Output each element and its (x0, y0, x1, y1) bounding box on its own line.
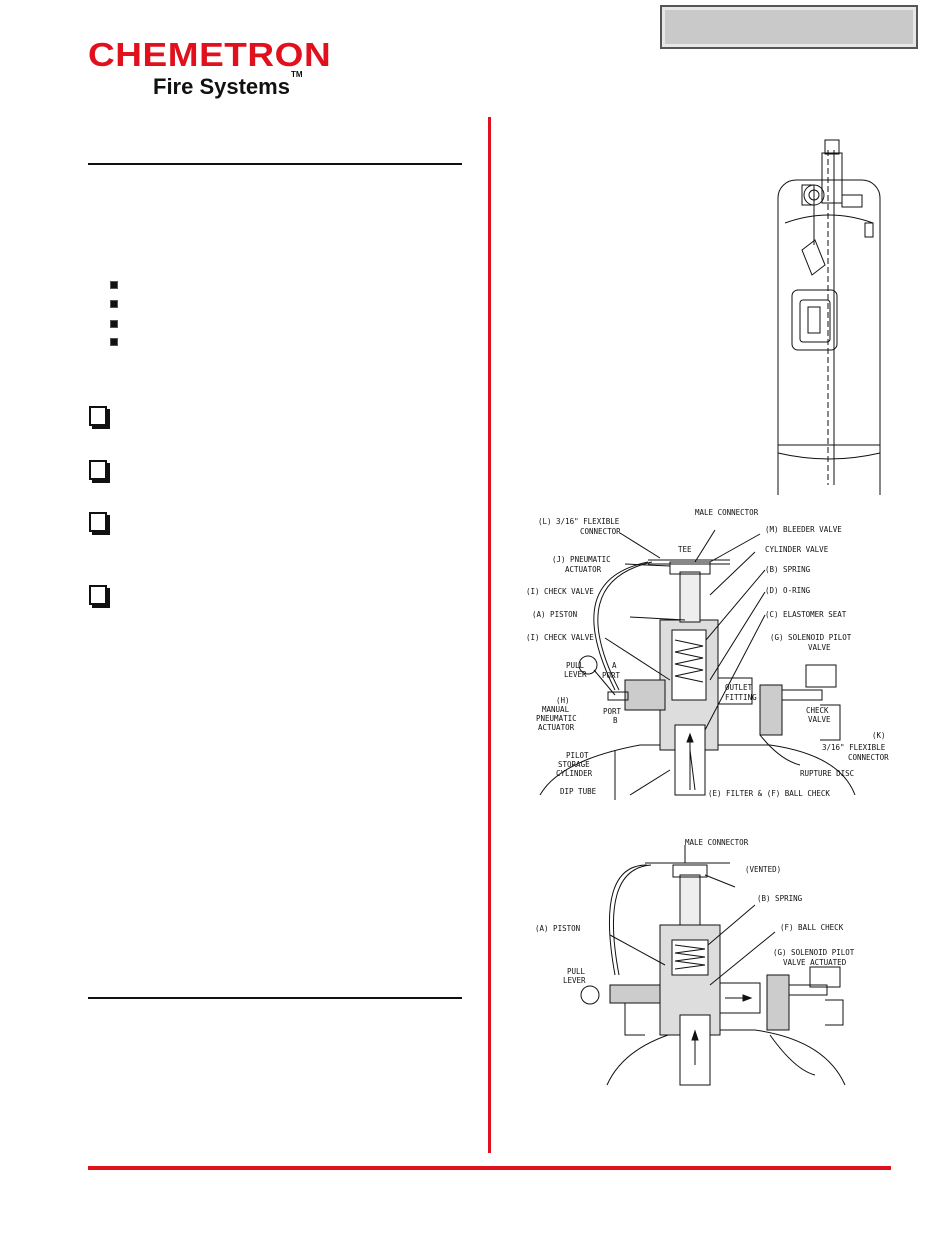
label2-solenoid-2: VALVE ACTUATED (783, 958, 847, 967)
label2-ball-check: (F) BALL CHECK (780, 923, 844, 932)
label-manual-actuator: (H) (556, 696, 570, 705)
label-rupture-disc: RUPTURE DISC (800, 769, 854, 778)
label-pull-lever: PULL (566, 661, 585, 670)
valve-diagram-actuated: MALE CONNECTOR (VENTED) (B) SPRING (A) P… (535, 838, 855, 1086)
brand-trademark: TM (291, 70, 303, 79)
label-port-b-2: B (613, 716, 618, 725)
label-manual-actuator-2: MANUAL (542, 705, 570, 714)
label-outlet: OUTLET (725, 683, 753, 692)
brand-logo: CHEMETRON (88, 36, 332, 73)
label-flex-k-2: CONNECTOR (848, 753, 889, 762)
label-o-ring: (D) O-RING (765, 586, 811, 595)
label-solenoid-2: VALVE (808, 643, 831, 652)
label-check-valve-1: (I) CHECK VALVE (526, 587, 594, 596)
brand-subtitle: Fire Systems (153, 74, 290, 99)
checkbox[interactable] (89, 512, 107, 532)
label-port-b: PORT (603, 707, 622, 716)
column-divider (488, 117, 491, 1153)
label2-piston: (A) PISTON (535, 924, 580, 933)
section-rule-top (88, 163, 462, 165)
label-flex-connector-l-2: CONNECTOR (580, 527, 621, 536)
checkbox[interactable] (89, 585, 107, 605)
label2-pull-lever: PULL (567, 967, 586, 976)
label-port-a-2: PORT (602, 671, 621, 680)
label-pull-lever-2: LEVER (564, 670, 587, 679)
label2-male-connector: MALE CONNECTOR (685, 838, 749, 847)
label2-vented: (VENTED) (745, 865, 781, 874)
list-bullet (110, 281, 118, 289)
document-tag-box (660, 5, 918, 49)
label-pilot-3: CYLINDER (556, 769, 593, 778)
label2-spring: (B) SPRING (757, 894, 803, 903)
label-check-valve-2: (I) CHECK VALVE (526, 633, 594, 642)
label-pneumatic-actuator: (J) PNEUMATIC (552, 555, 611, 564)
label-elastomer-seat: (C) ELASTOMER SEAT (765, 610, 847, 619)
label-piston: (A) PISTON (532, 610, 577, 619)
label-flex-connector-l: (L) 3/16" FLEXIBLE (538, 517, 620, 526)
footer-rule (88, 1166, 891, 1170)
label-k: (K) (872, 731, 886, 740)
label-flex-k: 3/16" FLEXIBLE (822, 743, 886, 752)
label-pilot-2: STORAGE (558, 760, 590, 769)
label-check-valve-k-2: VALVE (808, 715, 831, 724)
label-solenoid: (G) SOLENOID PILOT (770, 633, 852, 642)
cylinder-illustration (777, 139, 881, 495)
label-pneumatic-actuator-2: ACTUATOR (565, 565, 602, 574)
checkbox[interactable] (89, 406, 107, 426)
list-bullet (110, 320, 118, 328)
section-rule-bottom (88, 997, 462, 999)
label-tee: TEE (678, 545, 692, 554)
label-manual-actuator-4: ACTUATOR (538, 723, 575, 732)
label-check-valve-k: CHECK (806, 706, 829, 715)
label-male-connector: MALE CONNECTOR (695, 508, 759, 517)
label-pilot: PILOT (566, 751, 589, 760)
label2-solenoid: (G) SOLENOID PILOT (773, 948, 855, 957)
label-manual-actuator-3: PNEUMATIC (536, 714, 577, 723)
label-port-a: A (612, 661, 617, 670)
list-bullet (110, 338, 118, 346)
label-cylinder-valve: CYLINDER VALVE (765, 545, 829, 554)
checkbox[interactable] (89, 460, 107, 480)
label-filter-ball-check: (E) FILTER & (F) BALL CHECK (708, 789, 830, 798)
label-outlet-2: FITTING (725, 693, 757, 702)
label-spring: (B) SPRING (765, 565, 811, 574)
label-bleeder-valve: (M) BLEEDER VALVE (765, 525, 842, 534)
valve-diagram-standby: MALE CONNECTOR (L) 3/16" FLEXIBLE CONNEC… (526, 508, 889, 800)
label2-pull-lever-2: LEVER (563, 976, 586, 985)
list-bullet (110, 300, 118, 308)
label-dip-tube: DIP TUBE (560, 787, 597, 796)
